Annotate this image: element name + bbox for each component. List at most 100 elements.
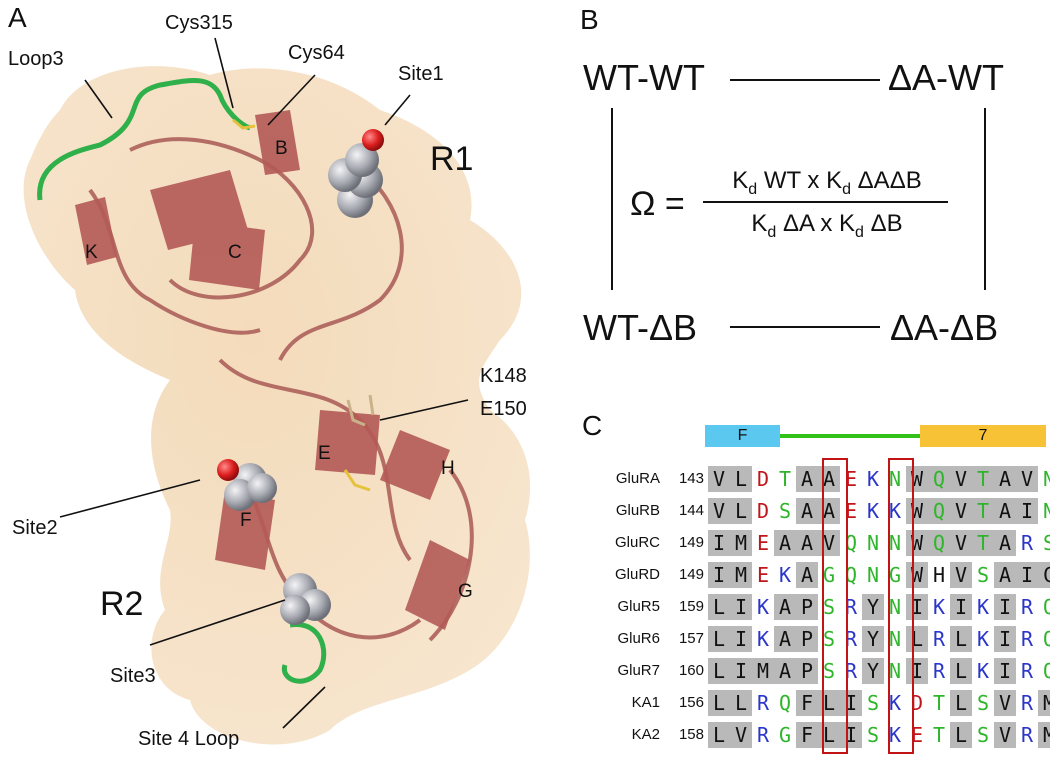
residue: Q	[778, 691, 792, 715]
sequence-start-number: 160	[678, 662, 704, 679]
residue: N	[866, 531, 880, 555]
residue: S	[866, 723, 880, 747]
sequence-name: GluRC	[614, 534, 660, 551]
sequence-name: GluRB	[615, 502, 660, 519]
residue: S	[866, 691, 880, 715]
residue: V	[708, 466, 730, 492]
residue: C	[1038, 562, 1050, 588]
cycle-lines	[611, 79, 986, 328]
alignment-box-column-w	[888, 458, 914, 754]
residue: A	[774, 626, 796, 652]
residue: M	[752, 658, 774, 684]
residue: Q	[1042, 595, 1050, 619]
r2-label: R2	[100, 585, 144, 623]
residue: N	[888, 595, 902, 619]
residue: S	[1042, 531, 1050, 555]
residue: L	[950, 658, 972, 684]
residue: S	[822, 595, 836, 619]
residue: R	[1020, 659, 1034, 683]
residue: K	[888, 499, 902, 523]
residue: Q	[1042, 627, 1050, 651]
residue: T	[778, 467, 792, 491]
residue: P	[796, 594, 818, 620]
residue: K	[866, 467, 880, 491]
alignment-box-column-e	[822, 458, 848, 754]
residue: A	[796, 498, 818, 524]
residue: K	[866, 499, 880, 523]
residue: A	[994, 498, 1016, 524]
residue: K	[976, 659, 990, 683]
residue: T	[972, 466, 994, 492]
residue: L	[708, 658, 730, 684]
e150-label: E150	[480, 398, 527, 420]
alignment-row: GluR7160LIMAPSRYNIRLKIRQL	[560, 658, 1050, 684]
residue: M	[730, 530, 752, 556]
residue: R	[1020, 595, 1034, 619]
residue: I	[708, 562, 730, 588]
residue: K	[756, 595, 770, 619]
residue: V	[950, 498, 972, 524]
residue: V	[994, 690, 1016, 716]
residue: M	[730, 562, 752, 588]
panel-a-letter: A	[8, 2, 27, 33]
helix-f-bar: F	[705, 425, 780, 447]
sequence-name: GluRD	[614, 566, 660, 583]
protein-structure-render	[23, 37, 531, 745]
residue: R	[932, 627, 946, 651]
residue: L	[950, 690, 972, 716]
sequence-start-number: 149	[678, 566, 704, 583]
panel-a-structure: A Loop3 Cys315 Cys64 Site1 R1 B C K K148…	[8, 2, 531, 750]
residue: R	[1020, 723, 1034, 747]
residue: N	[888, 627, 902, 651]
residue: Q	[928, 498, 950, 524]
residue: R	[1020, 627, 1034, 651]
helix-e-label: E	[318, 443, 331, 464]
residue: L	[708, 626, 730, 652]
residue: S	[976, 563, 990, 587]
wt-db-node: WT-ΔB	[583, 307, 698, 348]
residue: S	[976, 691, 990, 715]
sequence-start-number: 159	[678, 598, 704, 615]
residue: S	[778, 499, 792, 523]
alignment-row: GluRA143VLDTAAEKNWQVTAVNI	[560, 466, 1050, 492]
residue: K	[932, 595, 946, 619]
residue: R	[756, 723, 770, 747]
residue: A	[796, 466, 818, 492]
alignment-row: GluR5159LIKAPSRYNIKIKIRQL	[560, 594, 1050, 620]
residue: I	[730, 594, 752, 620]
alignment-row: KA2158LVRGFLISKETLSVRML	[560, 722, 1050, 748]
residue: Q	[928, 466, 950, 492]
residue: L	[950, 626, 972, 652]
residue: N	[888, 531, 902, 555]
da-wt-node: ΔA-WT	[888, 57, 1005, 98]
residue: H	[932, 563, 946, 587]
alignment-row: GluRB144VLDSAAEKKWQVTAINV	[560, 498, 1050, 524]
residue: V	[950, 562, 972, 588]
residue: R	[1020, 691, 1034, 715]
residue: I	[994, 594, 1016, 620]
residue: K	[888, 691, 902, 715]
panel-b-letter: B	[580, 4, 599, 35]
linker-bar	[780, 434, 920, 438]
formula-denominator: Kd ΔA x Kd ΔB	[751, 210, 903, 241]
residue: Q	[928, 530, 950, 556]
residue: D	[756, 499, 770, 523]
residue: A	[774, 530, 796, 556]
residue: L	[950, 722, 972, 748]
residue: T	[972, 498, 994, 524]
residue: E	[756, 563, 770, 587]
site2-spheres	[217, 459, 277, 511]
alignment-row: KA1156LLRQFLISKDTLSVRML	[560, 690, 1050, 716]
alignment-row: GluRC149IMEAAVQNNWQVTARSV	[560, 530, 1050, 556]
residue: I	[1016, 562, 1038, 588]
cys315-label: Cys315	[165, 12, 233, 34]
omega-symbol: Ω =	[630, 185, 685, 223]
residue: S	[822, 627, 836, 651]
helix-g-label: G	[458, 581, 473, 602]
residue: N	[1042, 467, 1050, 491]
residue: L	[708, 722, 730, 748]
cys64-label: Cys64	[288, 42, 345, 64]
residue: N	[866, 563, 880, 587]
residue: L	[708, 690, 730, 716]
residue: T	[932, 723, 946, 747]
